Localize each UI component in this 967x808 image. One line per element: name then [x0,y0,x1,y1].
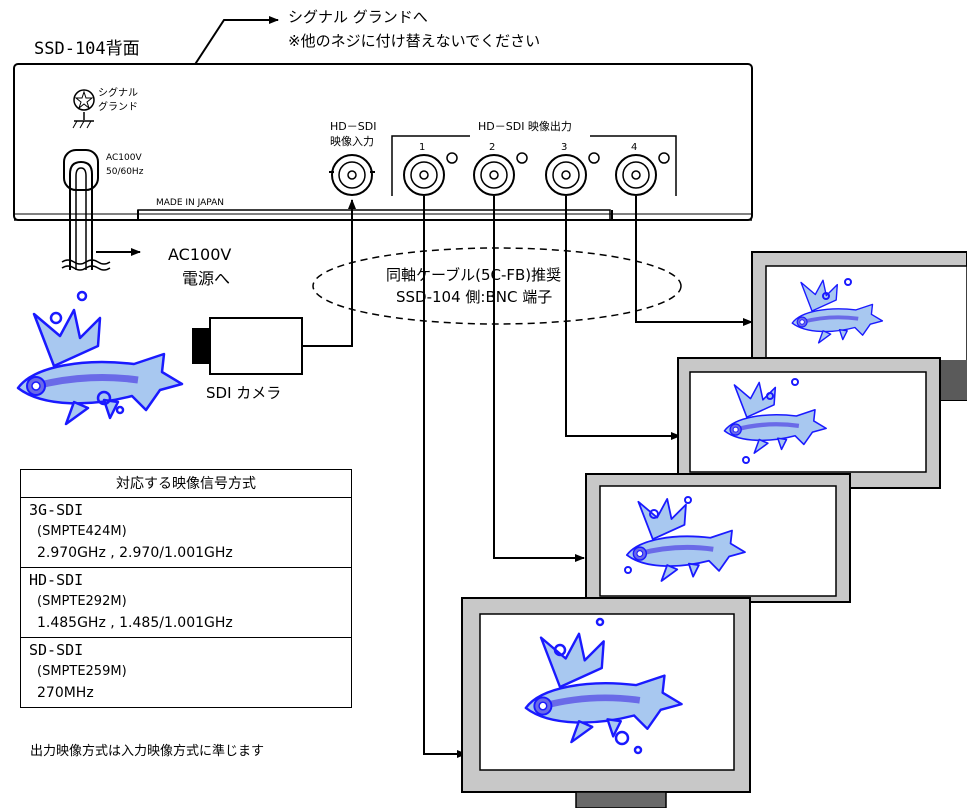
output-group-frame [391,135,677,196]
output-port-label: 3 [561,142,567,153]
monitor-2 [677,357,941,489]
format-row-sd-sdi: SD-SDI (SMPTE259M) 270MHz [21,638,351,707]
output-2-cable [493,196,585,562]
ground-label-line2: グランド [98,100,138,113]
ground-screw-icon [72,89,95,129]
rear-panel-title: SSD-104背面 [34,39,140,59]
output-bnc-2: 2 [473,142,528,196]
cable-note-line1: 同軸ケーブル(5C-FB)推奨 [386,266,561,284]
input-label-line2: 映像入力 [330,135,374,148]
format-row-hd-sdi: HD-SDI (SMPTE292M) 1.485GHz , 1.485/1.00… [21,568,351,638]
monitor-3 [585,473,851,603]
output-bnc-3: 3 [545,142,600,196]
monitor-4 [461,597,751,808]
format-name: HD-SDI [29,571,84,589]
table-header: 対応する映像信号方式 [21,470,351,498]
output-port-label: 2 [489,142,495,153]
power-label-line2: 電源へ [182,269,230,288]
format-frequency: 1.485GHz , 1.485/1.001GHz [37,615,233,631]
input-bnc-connector [329,154,375,196]
ground-callout-line2: ※他のネジに付け替えないでください [288,32,540,50]
format-row-3g-sdi: 3G-SDI (SMPTE424M) 2.970GHz , 2.970/1.00… [21,498,351,568]
power-spec-line2: 50/60Hz [106,167,144,177]
power-label-line1: AC100V [168,245,231,264]
ground-label-line1: シグナル [98,86,138,99]
power-cord-icon [61,149,111,271]
format-standard: (SMPTE292M) [37,594,127,609]
format-standard: (SMPTE424M) [37,524,127,539]
format-frequency: 2.970GHz , 2.970/1.001GHz [37,545,233,561]
signal-format-table: 対応する映像信号方式 3G-SDI (SMPTE424M) 2.970GHz ,… [20,469,352,708]
format-standard: (SMPTE259M) [37,664,127,679]
camera-icon [192,317,303,375]
output-4-cable [635,196,753,326]
cable-note-line2: SSD-104 側:BNC 端子 [396,288,552,306]
output-port-label: 1 [419,142,425,153]
input-label-line1: HD－SDI [330,120,376,133]
output-port-label: 4 [631,142,637,153]
output-bnc-1: 1 [403,142,458,196]
power-spec-line1: AC100V [106,153,142,163]
format-name: 3G-SDI [29,501,84,519]
output-label: HD－SDI 映像出力 [478,119,572,133]
output-3-cable [565,196,681,440]
cable-note-ellipse [312,247,682,325]
ground-callout-line1: シグナル グランドへ [288,8,428,26]
camera-label: SDI カメラ [206,384,281,402]
made-in-label: MADE IN JAPAN [156,198,224,208]
format-name: SD-SDI [29,641,84,659]
output-1-cable [423,196,467,758]
footer-note: 出力映像方式は入力映像方式に準じます [30,744,265,759]
format-frequency: 270MHz [37,685,94,701]
camera-input-cable [302,199,356,347]
output-bnc-4: 4 [615,142,670,196]
fish-illustration-left [18,290,182,424]
